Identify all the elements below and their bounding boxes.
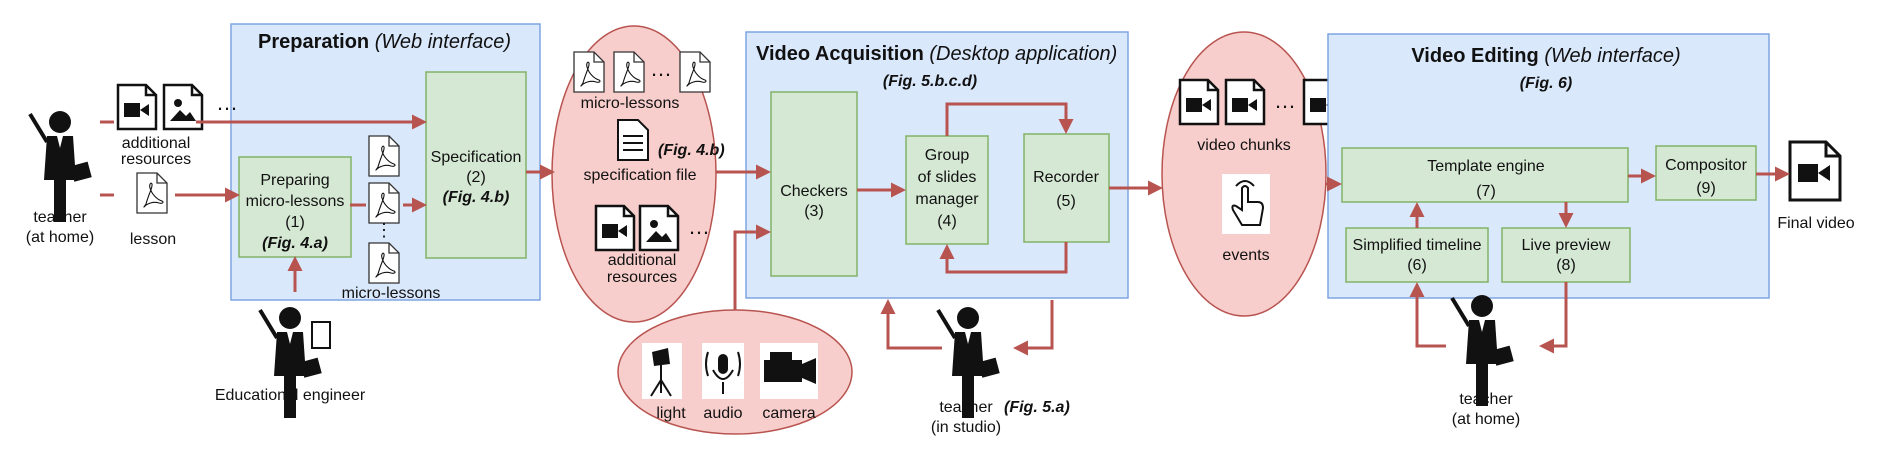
ml-ellipsis: … — [650, 56, 672, 81]
checkers-line2: (3) — [804, 203, 824, 220]
additional-resources-label-1: additional — [122, 135, 191, 152]
hand-pointer-icon — [1231, 180, 1265, 226]
educational-engineer-label: Educational engineer — [215, 387, 366, 404]
art-addres-label-1: additional — [608, 252, 677, 269]
spec-figref: (Fig. 4.b) — [658, 142, 725, 159]
box1-line1: Preparing — [260, 172, 329, 189]
box2-figref: (Fig. 4.b) — [443, 189, 510, 206]
arrow-recorder-to-group — [939, 242, 1068, 274]
light-label: light — [656, 405, 686, 422]
template-engine-box — [1341, 147, 1629, 203]
editing-figref: (Fig. 6) — [1520, 75, 1572, 92]
chunk-video-icon-2 — [1224, 78, 1266, 126]
arrow-teacher-to-timeline — [1409, 282, 1446, 348]
box2-line1: Specification — [431, 149, 522, 166]
spec-file-label: specification file — [584, 167, 697, 184]
box1-line2: micro-lessons — [246, 193, 345, 210]
lesson-label: lesson — [130, 231, 176, 248]
video-chunks-label: video chunks — [1197, 137, 1290, 154]
arrow-preview-to-teacher — [1539, 282, 1568, 354]
final-video-icon — [1788, 140, 1842, 202]
group-slides-box — [905, 135, 989, 245]
group-line4: (4) — [937, 213, 957, 230]
preview-line2: (8) — [1556, 257, 1576, 274]
template-line2: (7) — [1476, 183, 1496, 200]
art-ellipsis: … — [688, 214, 710, 239]
editing-title: Video Editing (Web interface) — [1411, 45, 1680, 67]
ml-pdf-icon-c — [679, 51, 711, 93]
acquisition-title: Video Acquisition (Desktop application) — [756, 43, 1117, 65]
additional-video-icon — [116, 83, 158, 131]
additional-resources-label-2: resources — [121, 151, 191, 168]
recorder-line1: Recorder — [1033, 169, 1099, 186]
teacher-editing-label-2: (at home) — [1452, 411, 1520, 428]
microlesson-pdf-icon-2 — [368, 182, 400, 224]
art-image-icon — [638, 204, 680, 252]
arrow-group-to-recorder — [945, 102, 1074, 136]
clipboard-icon — [311, 321, 331, 349]
additional-ellipsis: … — [216, 90, 238, 115]
chunk-video-icon-1 — [1178, 78, 1220, 126]
artifact-microlessons-label: micro-lessons — [581, 95, 680, 112]
flow-arrows — [100, 102, 1790, 356]
art-video-icon — [594, 204, 636, 252]
live-preview-box — [1501, 227, 1631, 283]
teacher-editing-icon — [1450, 293, 1516, 408]
specification-box — [425, 71, 527, 259]
checkers-box — [770, 91, 858, 277]
microlesson-pdf-icon-3 — [368, 242, 400, 284]
teacher-home-label-1: teacher — [33, 209, 87, 226]
teacher-editing-label-1: teacher — [1459, 391, 1513, 408]
recorder-box — [1023, 133, 1110, 243]
ml-pdf-icon-b — [613, 51, 645, 93]
vertical-ellipsis: ⋮ — [375, 220, 393, 240]
ml-pdf-icon-a — [573, 51, 605, 93]
compositor-line1: Compositor — [1665, 157, 1747, 174]
arrow-recorder-to-teacher — [1013, 300, 1054, 356]
events-label: events — [1222, 247, 1269, 264]
teacher-home-icon — [28, 109, 94, 224]
template-line1: Template engine — [1427, 158, 1545, 175]
timeline-line2: (6) — [1407, 257, 1427, 274]
art-addres-label-2: resources — [607, 269, 677, 286]
camera-icon — [764, 352, 816, 384]
timeline-line1: Simplified timeline — [1353, 237, 1482, 254]
group-line2: of slides — [918, 169, 977, 186]
teacher-studio-figref: (Fig. 5.a) — [1004, 399, 1070, 416]
compositor-box — [1655, 145, 1757, 201]
box2-line2: (2) — [466, 169, 486, 186]
recorder-line2: (5) — [1056, 193, 1076, 210]
microphone-icon — [705, 351, 741, 394]
teacher-studio-label-2: (in studio) — [931, 419, 1001, 436]
preparing-microlessons-box — [238, 156, 352, 258]
lesson-pdf-icon — [136, 172, 168, 214]
compositor-line2: (9) — [1696, 180, 1716, 197]
box1-line3: (1) — [285, 214, 305, 231]
microlessons-label: micro-lessons — [342, 285, 441, 302]
checkers-line1: Checkers — [780, 183, 848, 200]
group-line3: manager — [915, 191, 979, 208]
audio-label: audio — [703, 405, 742, 422]
light-icon — [650, 348, 672, 397]
final-video-label: Final video — [1777, 215, 1854, 232]
microlesson-pdf-icon-1 — [368, 135, 400, 177]
acquisition-figref: (Fig. 5.b.c.d) — [883, 73, 977, 90]
preparation-title: Preparation (Web interface) — [258, 31, 511, 53]
box1-figref: (Fig. 4.a) — [262, 235, 328, 252]
teacher-home-label-2: (at home) — [26, 229, 94, 246]
teacher-studio-label-1: teacher — [939, 399, 993, 416]
preview-line1: Live preview — [1522, 237, 1611, 254]
camera-label: camera — [762, 405, 815, 422]
arrow-teacher-to-acquisition — [880, 299, 942, 350]
group-line1: Group — [925, 147, 970, 164]
chunk-ellipsis: … — [1274, 88, 1296, 113]
arrow-equipment-to-checkers — [733, 224, 771, 310]
spec-file-icon — [617, 119, 649, 161]
